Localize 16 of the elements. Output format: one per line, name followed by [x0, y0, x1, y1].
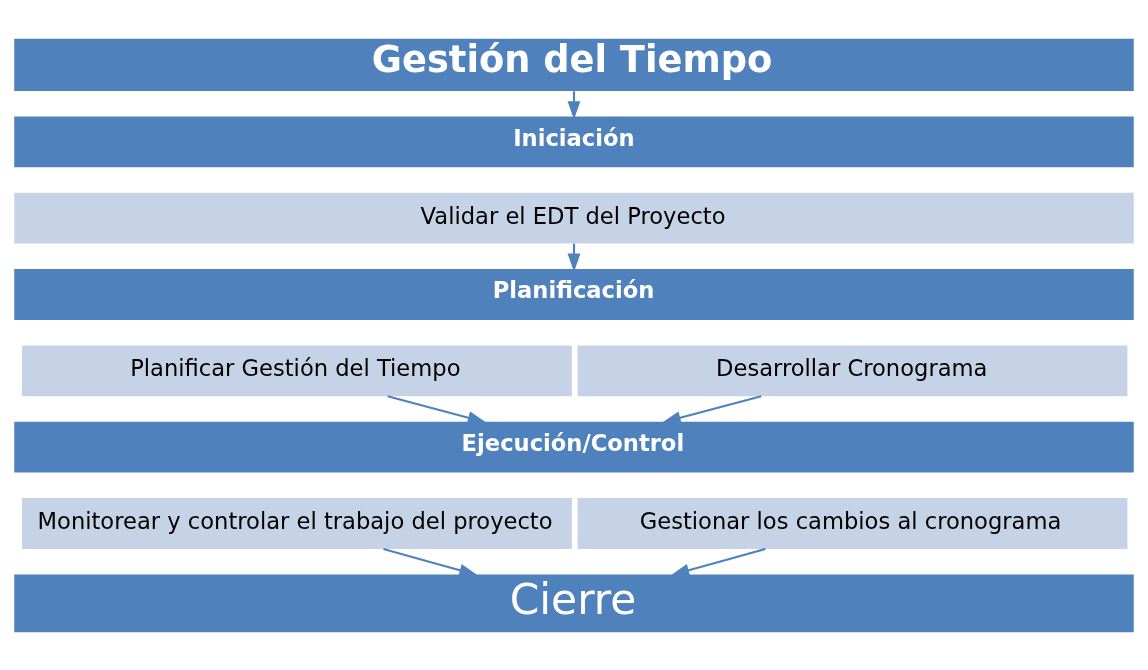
node-box: Desarrollar Cronograma: [577, 344, 1128, 396]
node-box: Gestión del Tiempo: [14, 38, 1134, 91]
arrow: [567, 243, 581, 272]
arrow: [662, 394, 762, 424]
node-box: Gestionar los cambios al cronograma: [577, 497, 1128, 549]
arrow: [387, 394, 487, 424]
node-box: Iniciación: [14, 115, 1134, 167]
arrow: [670, 547, 766, 576]
node-box: Cierre: [14, 573, 1134, 632]
node-box: Monitorear y controlar el trabajo del proyecto: [22, 497, 572, 549]
arrow: [567, 90, 581, 120]
node-box: Planificar Gestión del Tiempo: [22, 344, 572, 396]
arrow: [383, 547, 478, 576]
node-box: Planificación: [14, 268, 1134, 320]
node-box: Ejecución/Control: [14, 421, 1134, 473]
node-box: Validar el EDT del Proyecto: [14, 192, 1134, 244]
